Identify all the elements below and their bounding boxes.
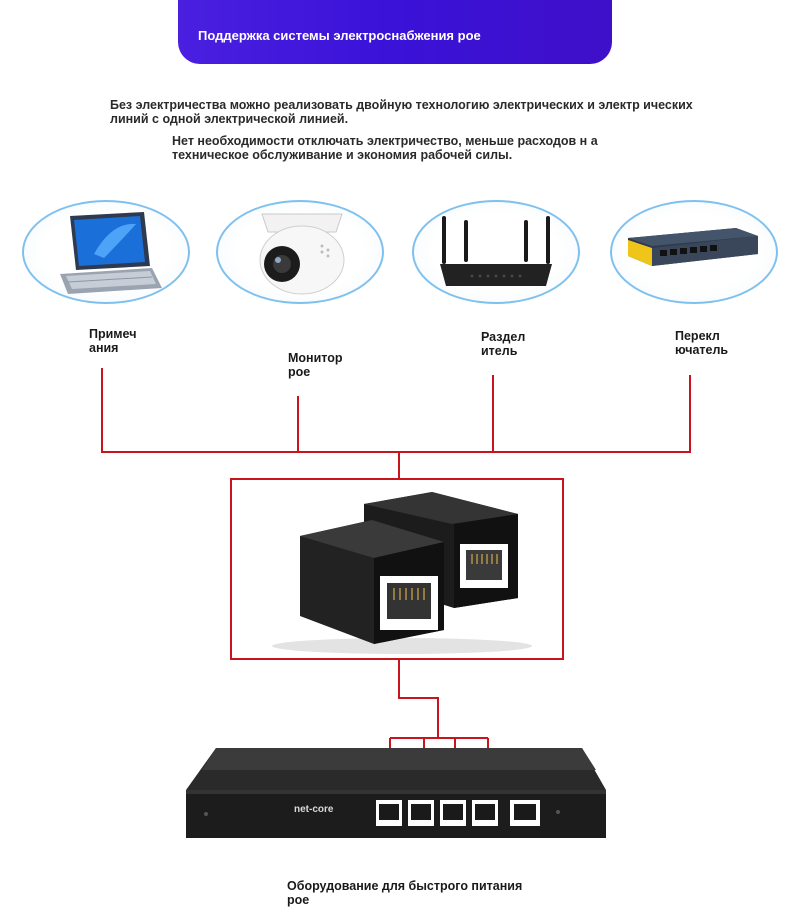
device-label-laptop: Примеч ания	[89, 327, 137, 355]
banner-title: Поддержка системы электроснабжения рое	[198, 28, 481, 43]
network-switch-icon	[628, 228, 758, 266]
device-router	[412, 200, 580, 304]
device-label-camera: Монитор рое	[288, 351, 343, 379]
device-label-router: Раздел итель	[481, 330, 526, 358]
rj45-coupler-icon	[272, 492, 532, 654]
device-laptop	[22, 200, 190, 304]
security-camera-icon	[259, 213, 345, 295]
wire-from-coupler	[398, 660, 439, 738]
poe-switch-icon: net-core	[186, 748, 606, 838]
device-label-switch: Перекл ючатель	[675, 329, 729, 357]
laptop-icon	[60, 212, 162, 294]
router-icon	[440, 216, 552, 286]
intro-paragraph-1: Без электричества можно реализовать двой…	[110, 98, 693, 126]
device-camera	[216, 200, 384, 304]
intro-paragraph-2: Нет необходимости отключать электричеств…	[172, 134, 598, 162]
switch-brand: net-core	[294, 804, 334, 815]
header-banner: Поддержка системы электроснабжения рое	[178, 0, 612, 64]
device-switch	[610, 200, 778, 304]
coupler-frame	[230, 478, 564, 660]
poe-switch-label: Оборудование для быстрого питания рое	[287, 879, 523, 907]
